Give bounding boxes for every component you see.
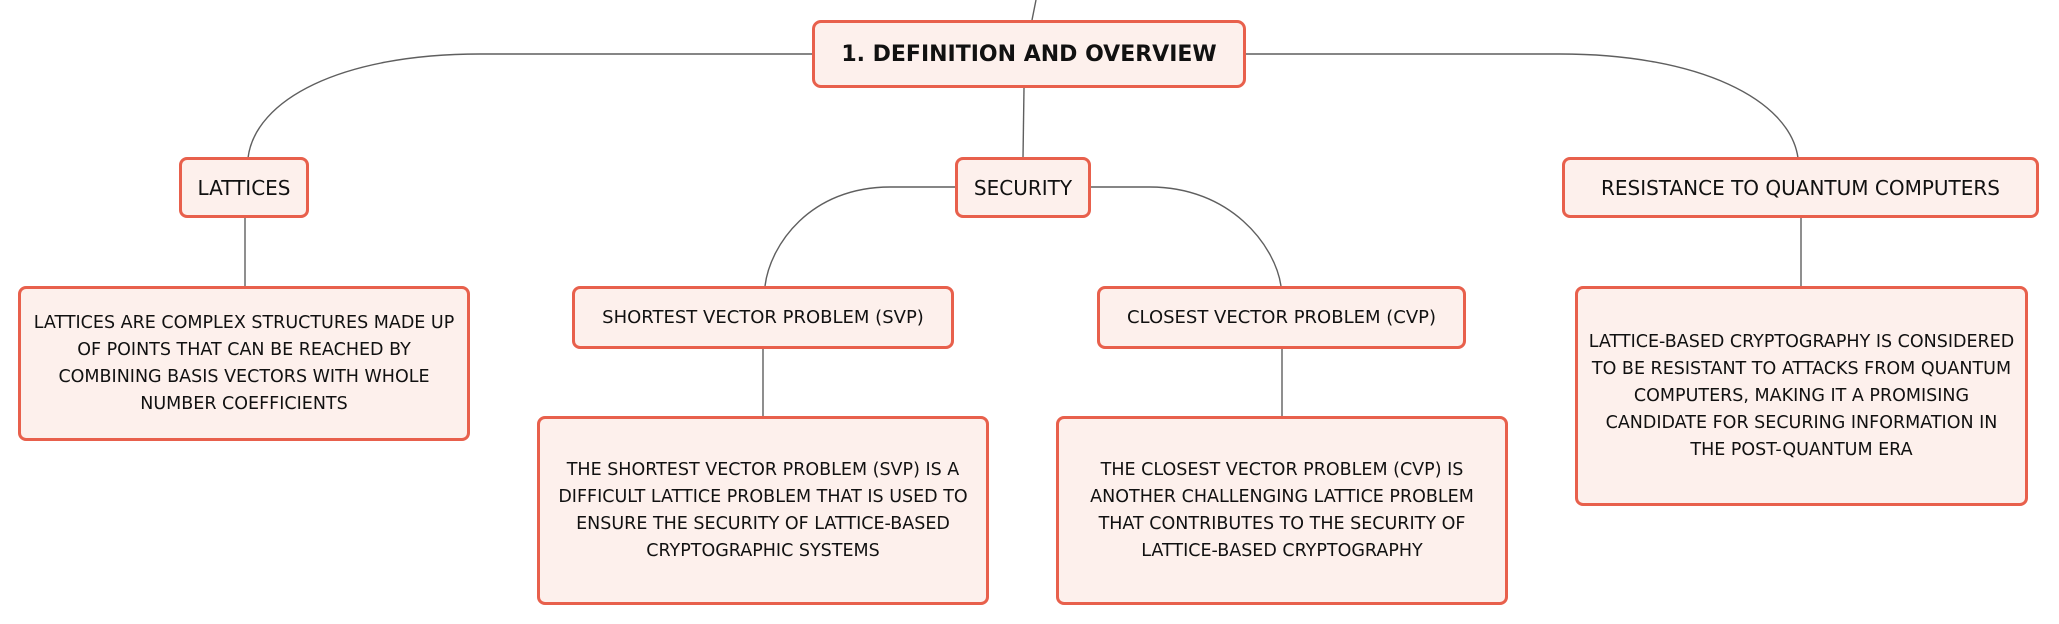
lattices-description: LATTICES ARE COMPLEX STRUCTURES MADE UP … (33, 312, 455, 414)
connector-security-cvp (1090, 186, 1282, 287)
cvp-description: THE CLOSEST VECTOR PROBLEM (CVP) IS ANOT… (1090, 459, 1474, 561)
svp-description: THE SHORTEST VECTOR PROBLEM (SVP) IS A D… (558, 459, 968, 561)
root-node[interactable]: 1. DEFINITION AND OVERVIEW (812, 20, 1246, 88)
quantum-description-node[interactable]: LATTICE-BASED CRYPTOGRAPHY IS CONSIDERED… (1575, 286, 2028, 506)
quantum-node[interactable]: RESISTANCE TO QUANTUM COMPUTERS (1562, 157, 2039, 218)
cvp-node[interactable]: CLOSEST VECTOR PROBLEM (CVP) (1097, 286, 1466, 349)
root-label: 1. DEFINITION AND OVERVIEW (841, 41, 1217, 67)
cvp-description-node[interactable]: THE CLOSEST VECTOR PROBLEM (CVP) IS ANOT… (1056, 416, 1508, 605)
connector-root-lattices (247, 53, 812, 159)
lattices-description-node[interactable]: LATTICES ARE COMPLEX STRUCTURES MADE UP … (18, 286, 470, 441)
svp-node[interactable]: SHORTEST VECTOR PROBLEM (SVP) (572, 286, 954, 349)
cvp-label: CLOSEST VECTOR PROBLEM (CVP) (1126, 307, 1437, 328)
svp-description-node[interactable]: THE SHORTEST VECTOR PROBLEM (SVP) IS A D… (537, 416, 989, 605)
security-node[interactable]: SECURITY (955, 157, 1091, 218)
lattices-node[interactable]: LATTICES (179, 157, 309, 218)
connector-security-svp (764, 186, 956, 287)
security-label: SECURITY (973, 175, 1073, 200)
svp-label: SHORTEST VECTOR PROBLEM (SVP) (602, 307, 924, 328)
quantum-description: LATTICE-BASED CRYPTOGRAPHY IS CONSIDERED… (1588, 331, 2015, 460)
connector-parent (1031, 0, 1037, 21)
lattices-label: LATTICES (197, 175, 291, 200)
connector-root-security (1022, 87, 1025, 159)
connector-root-quantum (1245, 53, 1799, 159)
quantum-label: RESISTANCE TO QUANTUM COMPUTERS (1600, 175, 2000, 200)
